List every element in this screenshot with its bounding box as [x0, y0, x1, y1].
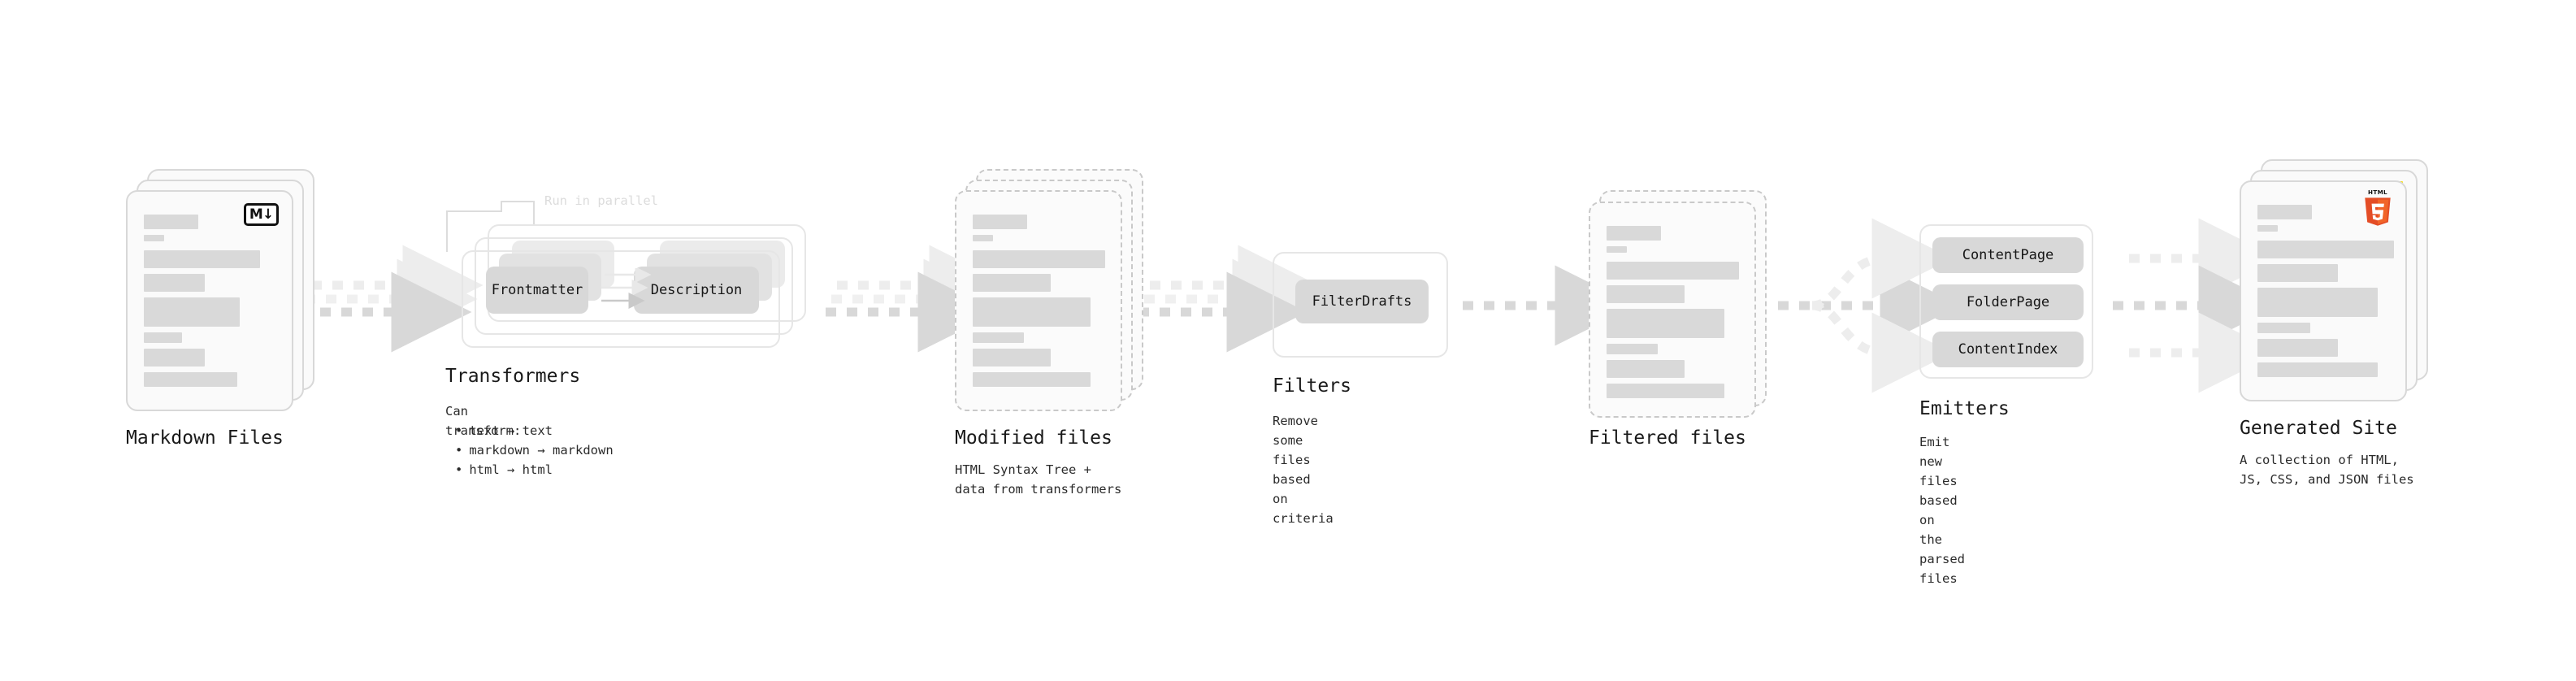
transformer-frontmatter[interactable]: Frontmatter: [486, 267, 588, 314]
stage-markdown-files: M↓ M↓ M↓: [126, 169, 314, 449]
stage-title: Transformers: [445, 366, 581, 387]
arrow-modified-to-filters: [1138, 245, 1319, 353]
transformer-internal-arrows: [601, 268, 652, 309]
list-item: markdown → markdown: [455, 440, 613, 460]
stage-generated-site: CSS HTML: [2240, 159, 2435, 489]
parallel-bracket-icon: [446, 201, 535, 252]
stage-subtitle: Remove some files based on criteria: [1273, 414, 1334, 527]
run-in-parallel-label: Run in parallel: [544, 193, 658, 208]
modified-file-card-front: [955, 190, 1122, 411]
file-skeleton: [973, 215, 1106, 393]
stage-subtitle: Emit new files based on the parsed files: [1919, 435, 1965, 587]
emitter-folderpage[interactable]: FolderPage: [1932, 284, 2084, 320]
transformer-group-front: Frontmatter Description: [462, 250, 780, 348]
generated-site-stack: CSS HTML: [2240, 159, 2435, 403]
markdown-file-stack: M↓ M↓ M↓: [126, 169, 314, 413]
stage-subtitle: HTML Syntax Tree + data from transformer…: [955, 462, 1122, 497]
emitters-group: ContentPage FolderPage ContentIndex: [1919, 224, 2093, 379]
emitter-contentpage[interactable]: ContentPage: [1932, 237, 2084, 273]
filtered-file-card-front: [1589, 202, 1756, 418]
stage-title: Markdown Files: [126, 427, 284, 449]
list-item: html → html: [455, 460, 614, 479]
stage-title: Generated Site: [2240, 418, 2397, 439]
transform-bullet-list: text → text markdown → markdown html → h…: [455, 421, 614, 479]
svg-text:HTML: HTML: [2368, 189, 2387, 196]
stage-title: Emitters: [1919, 398, 2010, 419]
stage-subtitle: A collection of HTML, JS, CSS, and JSON …: [2240, 453, 2414, 488]
arrow-markdown-to-transformers: [299, 245, 484, 353]
arrow-filtered-to-emitters: [1778, 218, 1961, 393]
generated-site-card-front: HTML: [2240, 180, 2407, 401]
stage-title: Filtered files: [1589, 427, 1746, 449]
arrow-transformers-to-modified: [826, 245, 1010, 353]
transformer-description[interactable]: Description: [634, 267, 759, 314]
file-skeleton: [1607, 226, 1740, 404]
html5-icon: HTML: [2360, 189, 2396, 232]
stage-title: Filters: [1273, 375, 1351, 397]
filters-group: FilterDrafts: [1273, 252, 1448, 358]
markdown-file-card-front: M↓: [126, 190, 293, 411]
stage-modified-files: Modified files HTML Syntax Tree + data f…: [955, 169, 1143, 499]
modified-file-stack: [955, 169, 1143, 413]
filter-filterdrafts[interactable]: FilterDrafts: [1295, 280, 1429, 323]
markdown-icon: M↓: [244, 203, 279, 226]
emitter-contentindex[interactable]: ContentIndex: [1932, 332, 2084, 367]
filtered-file-stack: [1589, 190, 1777, 434]
list-item: text → text: [455, 421, 614, 440]
stage-title: Modified files: [955, 427, 1112, 449]
file-skeleton: [144, 215, 277, 393]
stage-filtered-files: Filtered files: [1589, 190, 1777, 449]
arrow-emitters-to-site: [2113, 218, 2279, 393]
